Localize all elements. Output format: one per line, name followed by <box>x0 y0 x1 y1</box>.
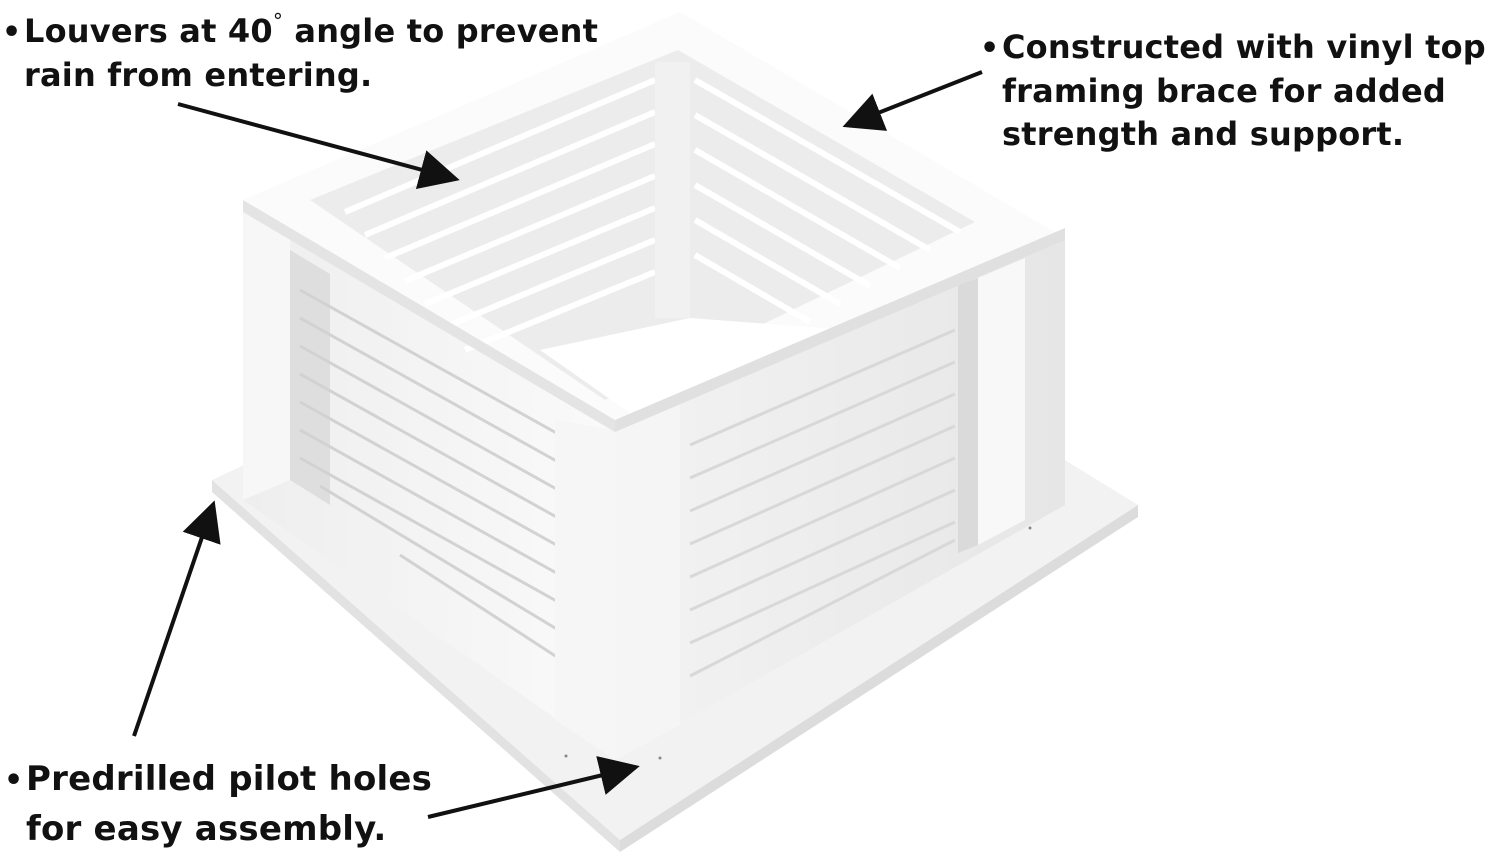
right-louvered-side <box>615 238 1065 760</box>
callout-pilot-holes-line-1: •Predrilled pilot holes <box>4 755 432 805</box>
callout-text: framing brace for added <box>1002 72 1446 110</box>
callout-text: for easy assembly. <box>26 809 387 849</box>
arrow-pilot-holes <box>427 756 640 819</box>
callout-text: Predrilled pilot holes <box>26 759 433 799</box>
arrow-louvers <box>177 102 460 189</box>
bullet-icon: • <box>4 763 24 798</box>
callout-pilot-holes-line-2: for easy assembly. <box>4 805 432 853</box>
callout-louvers-line-2: rain from entering. <box>2 54 598 97</box>
callout-text: Louvers at 40 <box>24 12 273 50</box>
callout-text: rain from entering. <box>24 56 373 94</box>
arrow-base-corner <box>132 500 221 737</box>
left-louvered-side <box>243 200 615 760</box>
bullet-icon: • <box>2 15 22 50</box>
callout-louvers-line-1: •Louvers at 40° angle to prevent <box>2 0 598 54</box>
callout-text: angle to prevent <box>283 12 599 50</box>
callout-top-brace-line-3: strength and support. <box>980 113 1486 156</box>
bullet-icon: • <box>980 31 1000 66</box>
pilot-hole <box>1028 526 1032 530</box>
pilot-hole <box>564 754 568 758</box>
callout-arrows <box>132 70 983 819</box>
degree-symbol: ° <box>272 9 284 33</box>
arrow-top-brace <box>842 70 983 131</box>
callout-pilot-holes: •Predrilled pilot holes for easy assembl… <box>4 755 432 853</box>
callout-text: strength and support. <box>1002 115 1405 153</box>
callout-top-brace-line-2: framing brace for added <box>980 70 1486 113</box>
top-framing-brace <box>243 12 1065 432</box>
callout-top-brace: •Constructed with vinyl top framing brac… <box>980 26 1486 156</box>
callout-louvers: •Louvers at 40° angle to prevent rain fr… <box>2 0 598 97</box>
callout-top-brace-line-1: •Constructed with vinyl top <box>980 26 1486 70</box>
callout-text: Constructed with vinyl top <box>1002 28 1486 66</box>
pilot-hole <box>658 756 662 760</box>
